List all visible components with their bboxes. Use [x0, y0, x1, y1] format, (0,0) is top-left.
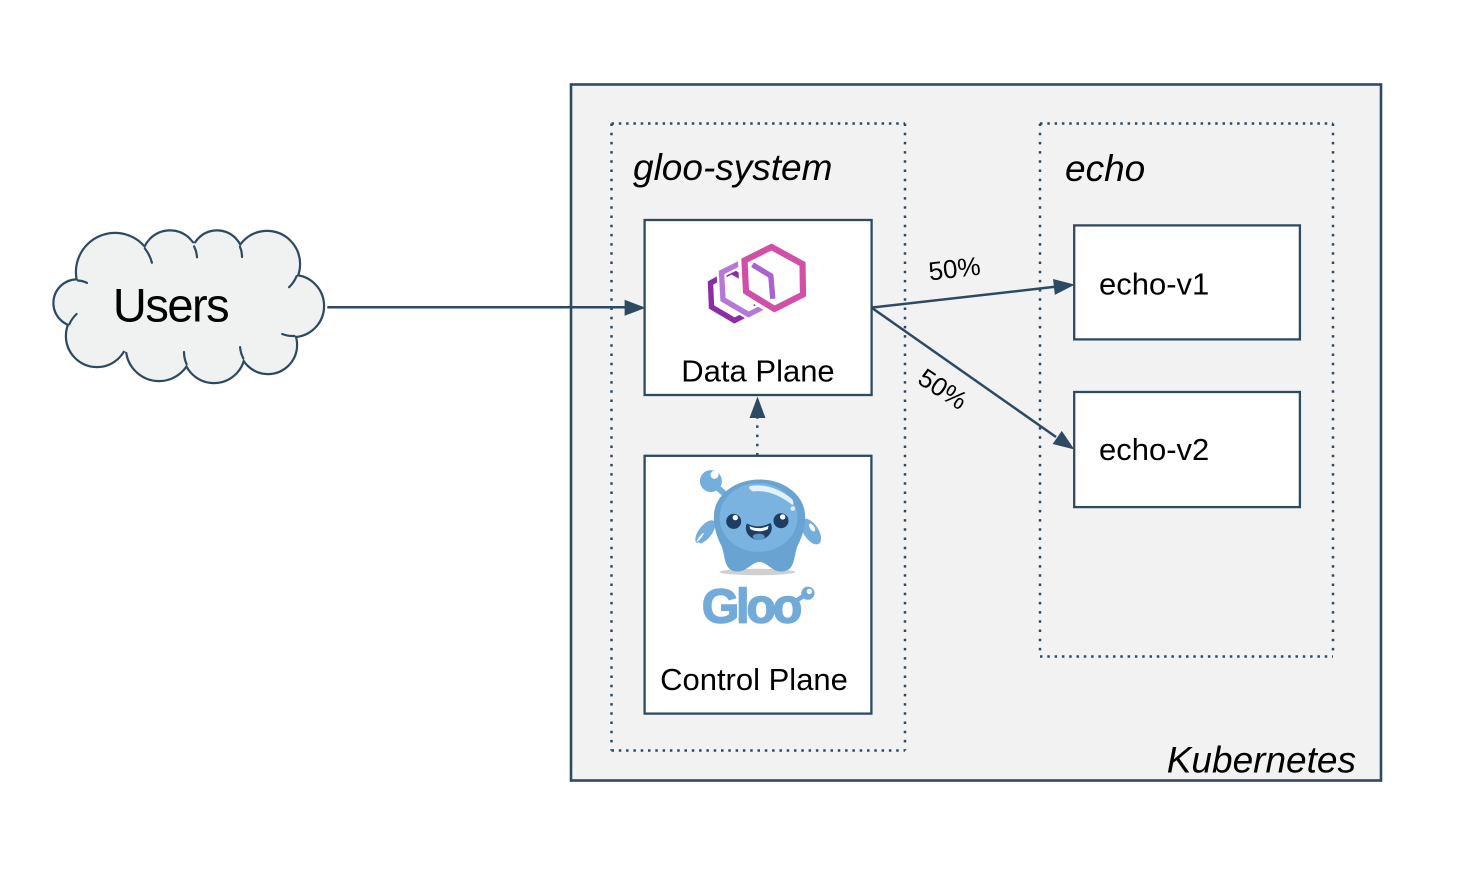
svg-text:Gloo: Gloo — [702, 581, 801, 634]
svg-text:echo-v2: echo-v2 — [1099, 432, 1209, 467]
svg-text:Users: Users — [113, 279, 228, 332]
svg-text:gloo-system: gloo-system — [633, 147, 832, 188]
svg-text:50%: 50% — [927, 251, 982, 287]
svg-text:echo: echo — [1065, 148, 1145, 189]
svg-text:Control Plane: Control Plane — [660, 662, 848, 697]
svg-text:Data Plane: Data Plane — [681, 354, 834, 389]
svg-text:Kubernetes: Kubernetes — [1167, 740, 1356, 781]
svg-text:echo-v1: echo-v1 — [1099, 266, 1209, 301]
